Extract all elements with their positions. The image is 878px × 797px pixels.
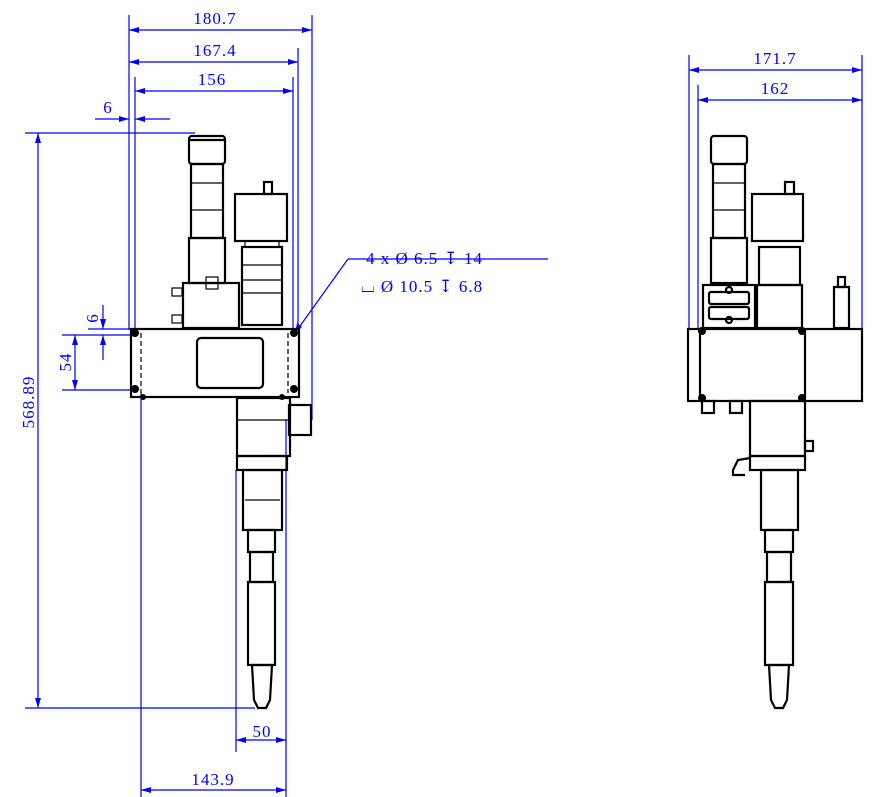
dim-width-2: 167.4: [129, 41, 298, 65]
dim-label: 54: [56, 353, 75, 372]
dim-bottom-width: 143.9: [141, 770, 286, 793]
side-view-part: [686, 134, 864, 710]
front-view-part: [129, 134, 313, 710]
dim-side-width-2: 162: [698, 79, 862, 103]
dim-label: 156: [198, 70, 227, 89]
front-view-dimensions: 180.7 167.4 156 6 568.89 54: [19, 9, 548, 797]
hole-callout: 4 x Ø 6.5 ↧ 14 ⌴ Ø 10.5 ↧ 6.8: [294, 249, 548, 334]
dim-label: 162: [761, 79, 790, 98]
dim-label: 167.4: [193, 41, 236, 60]
dim-label: 180.7: [193, 9, 236, 28]
dim-label: 6: [83, 313, 102, 323]
dim-mount-height: 54: [56, 335, 78, 390]
side-view-dimensions: 171.7 162: [688, 49, 863, 330]
dim-mount-offset: 6: [83, 305, 106, 360]
dim-overall-height: 568.89: [19, 133, 41, 708]
dim-label: 143.9: [191, 770, 234, 789]
dim-label: 6: [103, 98, 113, 117]
dim-side-overall-width: 171.7: [689, 49, 862, 73]
dim-label: 50: [253, 722, 272, 741]
hole-callout-line1: 4 x Ø 6.5 ↧ 14: [366, 249, 483, 268]
dim-nozzle-width: 50: [236, 722, 286, 743]
dim-offset-top: 6: [95, 98, 170, 122]
dim-overall-width: 180.7: [129, 9, 312, 33]
dim-label: 568.89: [19, 376, 38, 429]
hole-callout-line2: ⌴ Ø 10.5 ↧ 6.8: [361, 277, 483, 296]
dim-width-3: 156: [135, 70, 293, 94]
dim-label: 171.7: [753, 49, 796, 68]
